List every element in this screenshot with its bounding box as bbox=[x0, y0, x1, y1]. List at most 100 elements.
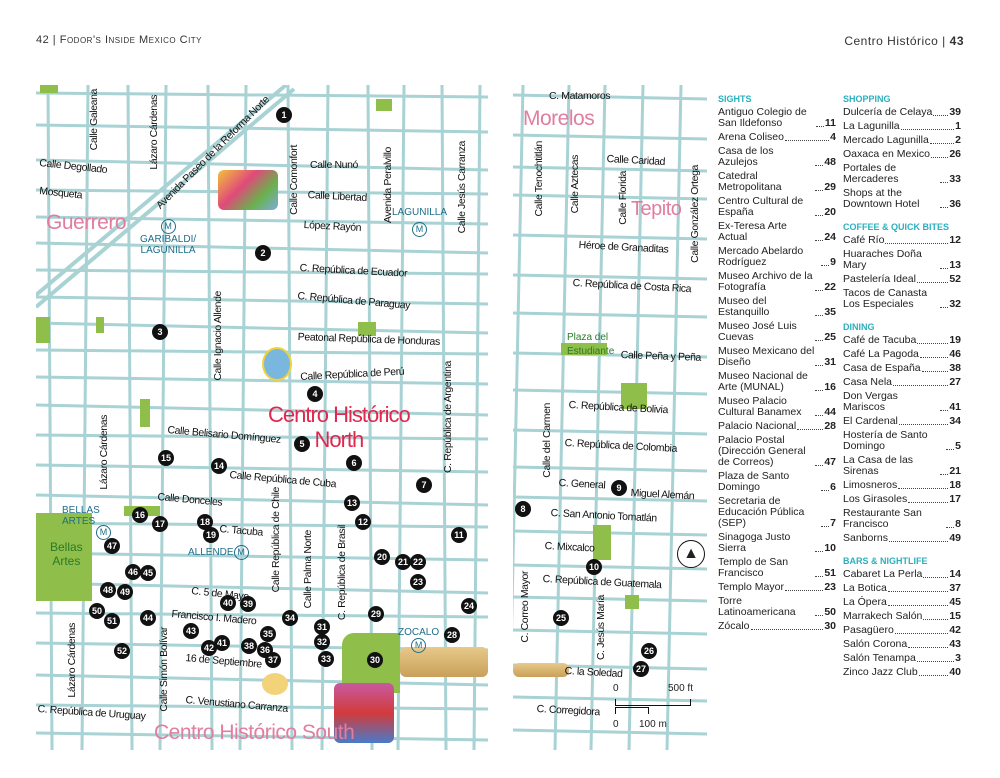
map-marker-10[interactable]: 10 bbox=[586, 559, 602, 575]
map-marker-51[interactable]: 51 bbox=[104, 613, 120, 629]
map-marker-34[interactable]: 34 bbox=[282, 610, 298, 626]
map-marker-29[interactable]: 29 bbox=[368, 606, 384, 622]
map-marker-48[interactable]: 48 bbox=[100, 582, 116, 598]
map-marker-43[interactable]: 43 bbox=[183, 623, 199, 639]
map-marker-45[interactable]: 45 bbox=[140, 565, 156, 581]
map-marker-50[interactable]: 50 bbox=[89, 603, 105, 619]
map-marker-41[interactable]: 41 bbox=[214, 635, 230, 651]
map-marker-40[interactable]: 40 bbox=[220, 595, 236, 611]
map-marker-3[interactable]: 3 bbox=[152, 324, 168, 340]
index-item[interactable]: Palacio Postal (Dirección General de Cor… bbox=[718, 435, 836, 468]
map-marker-33[interactable]: 33 bbox=[318, 651, 334, 667]
index-item[interactable]: Museo Nacional de Arte (MUNAL)16 bbox=[718, 371, 836, 393]
map-marker-22[interactable]: 22 bbox=[410, 554, 426, 570]
map-marker-32[interactable]: 32 bbox=[314, 634, 330, 650]
map-marker-20[interactable]: 20 bbox=[374, 549, 390, 565]
map-marker-21[interactable]: 21 bbox=[395, 554, 411, 570]
map-marker-31[interactable]: 31 bbox=[314, 619, 330, 635]
map-marker-15[interactable]: 15 bbox=[158, 450, 174, 466]
map-marker-12[interactable]: 12 bbox=[355, 514, 371, 530]
map-marker-39[interactable]: 39 bbox=[240, 596, 256, 612]
map-marker-9[interactable]: 9 bbox=[611, 480, 627, 496]
map-marker-5[interactable]: 5 bbox=[294, 436, 310, 452]
map-marker-35[interactable]: 35 bbox=[260, 626, 276, 642]
map-marker-30[interactable]: 30 bbox=[367, 652, 383, 668]
map-marker-25[interactable]: 25 bbox=[553, 610, 569, 626]
map-marker-44[interactable]: 44 bbox=[140, 610, 156, 626]
map-marker-19[interactable]: 19 bbox=[203, 527, 219, 543]
map-marker-27[interactable]: 27 bbox=[633, 661, 649, 677]
map-marker-17[interactable]: 17 bbox=[152, 516, 168, 532]
map-marker-52[interactable]: 52 bbox=[114, 643, 130, 659]
map-centro-historico-west[interactable]: Guerrero Centro Histórico South Centro H… bbox=[36, 85, 488, 750]
map-marker-28[interactable]: 28 bbox=[444, 627, 460, 643]
map-marker-6[interactable]: 6 bbox=[346, 455, 362, 471]
map-marker-13[interactable]: 13 bbox=[344, 495, 360, 511]
map-marker-11[interactable]: 11 bbox=[451, 527, 467, 543]
map-marker-2[interactable]: 2 bbox=[255, 245, 271, 261]
map-marker-49[interactable]: 49 bbox=[117, 584, 133, 600]
map-marker-4[interactable]: 4 bbox=[307, 386, 323, 402]
map-marker-26[interactable]: 26 bbox=[641, 643, 657, 659]
map-marker-1[interactable]: 1 bbox=[276, 107, 292, 123]
map-marker-24[interactable]: 24 bbox=[461, 598, 477, 614]
map-marker-38[interactable]: 38 bbox=[241, 638, 257, 654]
index-item[interactable]: Secretaria de Educación Pública (SEP)7 bbox=[718, 496, 836, 529]
map-marker-8[interactable]: 8 bbox=[515, 501, 531, 517]
map-marker-7[interactable]: 7 bbox=[416, 477, 432, 493]
map-marker-18[interactable]: 18 bbox=[197, 514, 213, 530]
map-marker-14[interactable]: 14 bbox=[211, 458, 227, 474]
map-marker-47[interactable]: 47 bbox=[104, 538, 120, 554]
map-marker-23[interactable]: 23 bbox=[410, 574, 426, 590]
